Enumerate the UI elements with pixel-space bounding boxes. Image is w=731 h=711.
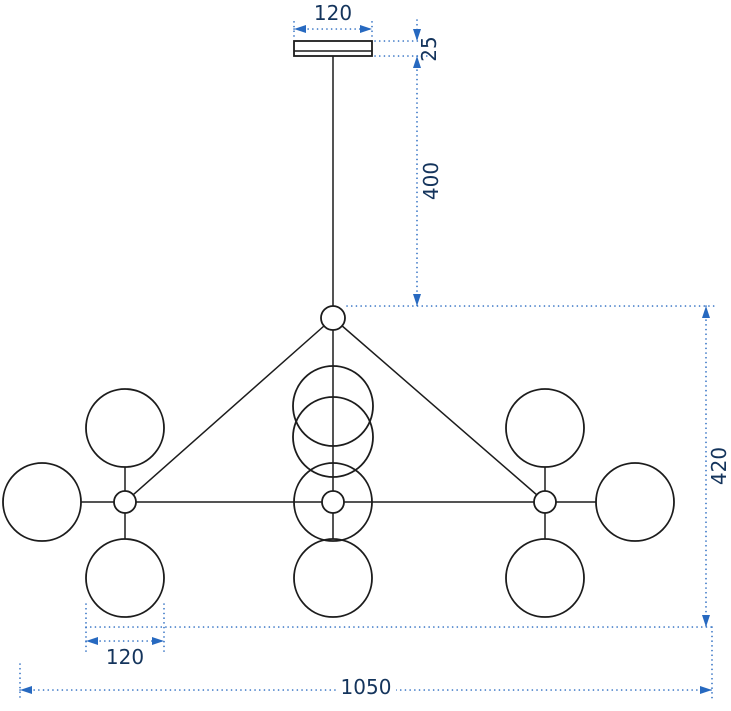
label-background	[336, 676, 396, 698]
dimension-label-body-height: 420	[707, 447, 731, 485]
dimension-label-rod-length: 400	[419, 162, 443, 200]
dimension-label-canopy-width: 120	[314, 1, 352, 25]
arrow-down-icon	[702, 615, 710, 627]
globe-center-middle	[293, 462, 373, 542]
dimension-total-width: 1050	[19, 626, 713, 699]
hub-right	[533, 490, 557, 514]
frame-diagonal-left	[124, 317, 334, 503]
hub-top	[320, 305, 346, 331]
dimension-label-canopy-height: 25	[417, 36, 441, 61]
dimension-shade-diameter: 120	[85, 603, 165, 669]
arrow-right-icon	[360, 25, 372, 33]
dimension-body-height: 420	[85, 305, 731, 628]
fixture	[2, 40, 675, 618]
arrow-down-icon	[413, 294, 421, 306]
globe-center-bottom	[293, 538, 373, 618]
globe-center-top-upper	[292, 365, 374, 447]
globe-left-bottom	[85, 538, 165, 618]
arrow-up-icon	[702, 306, 710, 318]
dimension-label-total-width: 1050	[341, 675, 392, 699]
globe-left-top	[85, 388, 165, 468]
hub-center	[321, 490, 345, 514]
arrow-left-icon	[294, 25, 306, 33]
arrow-left-icon	[86, 637, 98, 645]
globe-right-bottom	[505, 538, 585, 618]
arrow-right-icon	[152, 637, 164, 645]
arrow-down-icon	[413, 29, 421, 41]
ceiling-canopy	[293, 40, 373, 57]
frame-diagonal-right	[332, 317, 546, 503]
arrow-right-icon	[700, 686, 712, 694]
globe-right-top	[505, 388, 585, 468]
globe-right-outer	[595, 462, 675, 542]
globe-center-top-lower	[292, 396, 374, 478]
dimension-label-shade-diameter: 120	[106, 645, 144, 669]
hub-left	[113, 490, 137, 514]
dimension-canopy-width: 120	[293, 1, 373, 37]
arrow-left-icon	[20, 686, 32, 694]
arrow-up-icon	[413, 56, 421, 68]
dimension-rod-length: 400	[413, 55, 443, 308]
dimension-canopy-height: 25	[374, 19, 441, 68]
globe-left-outer	[2, 462, 82, 542]
